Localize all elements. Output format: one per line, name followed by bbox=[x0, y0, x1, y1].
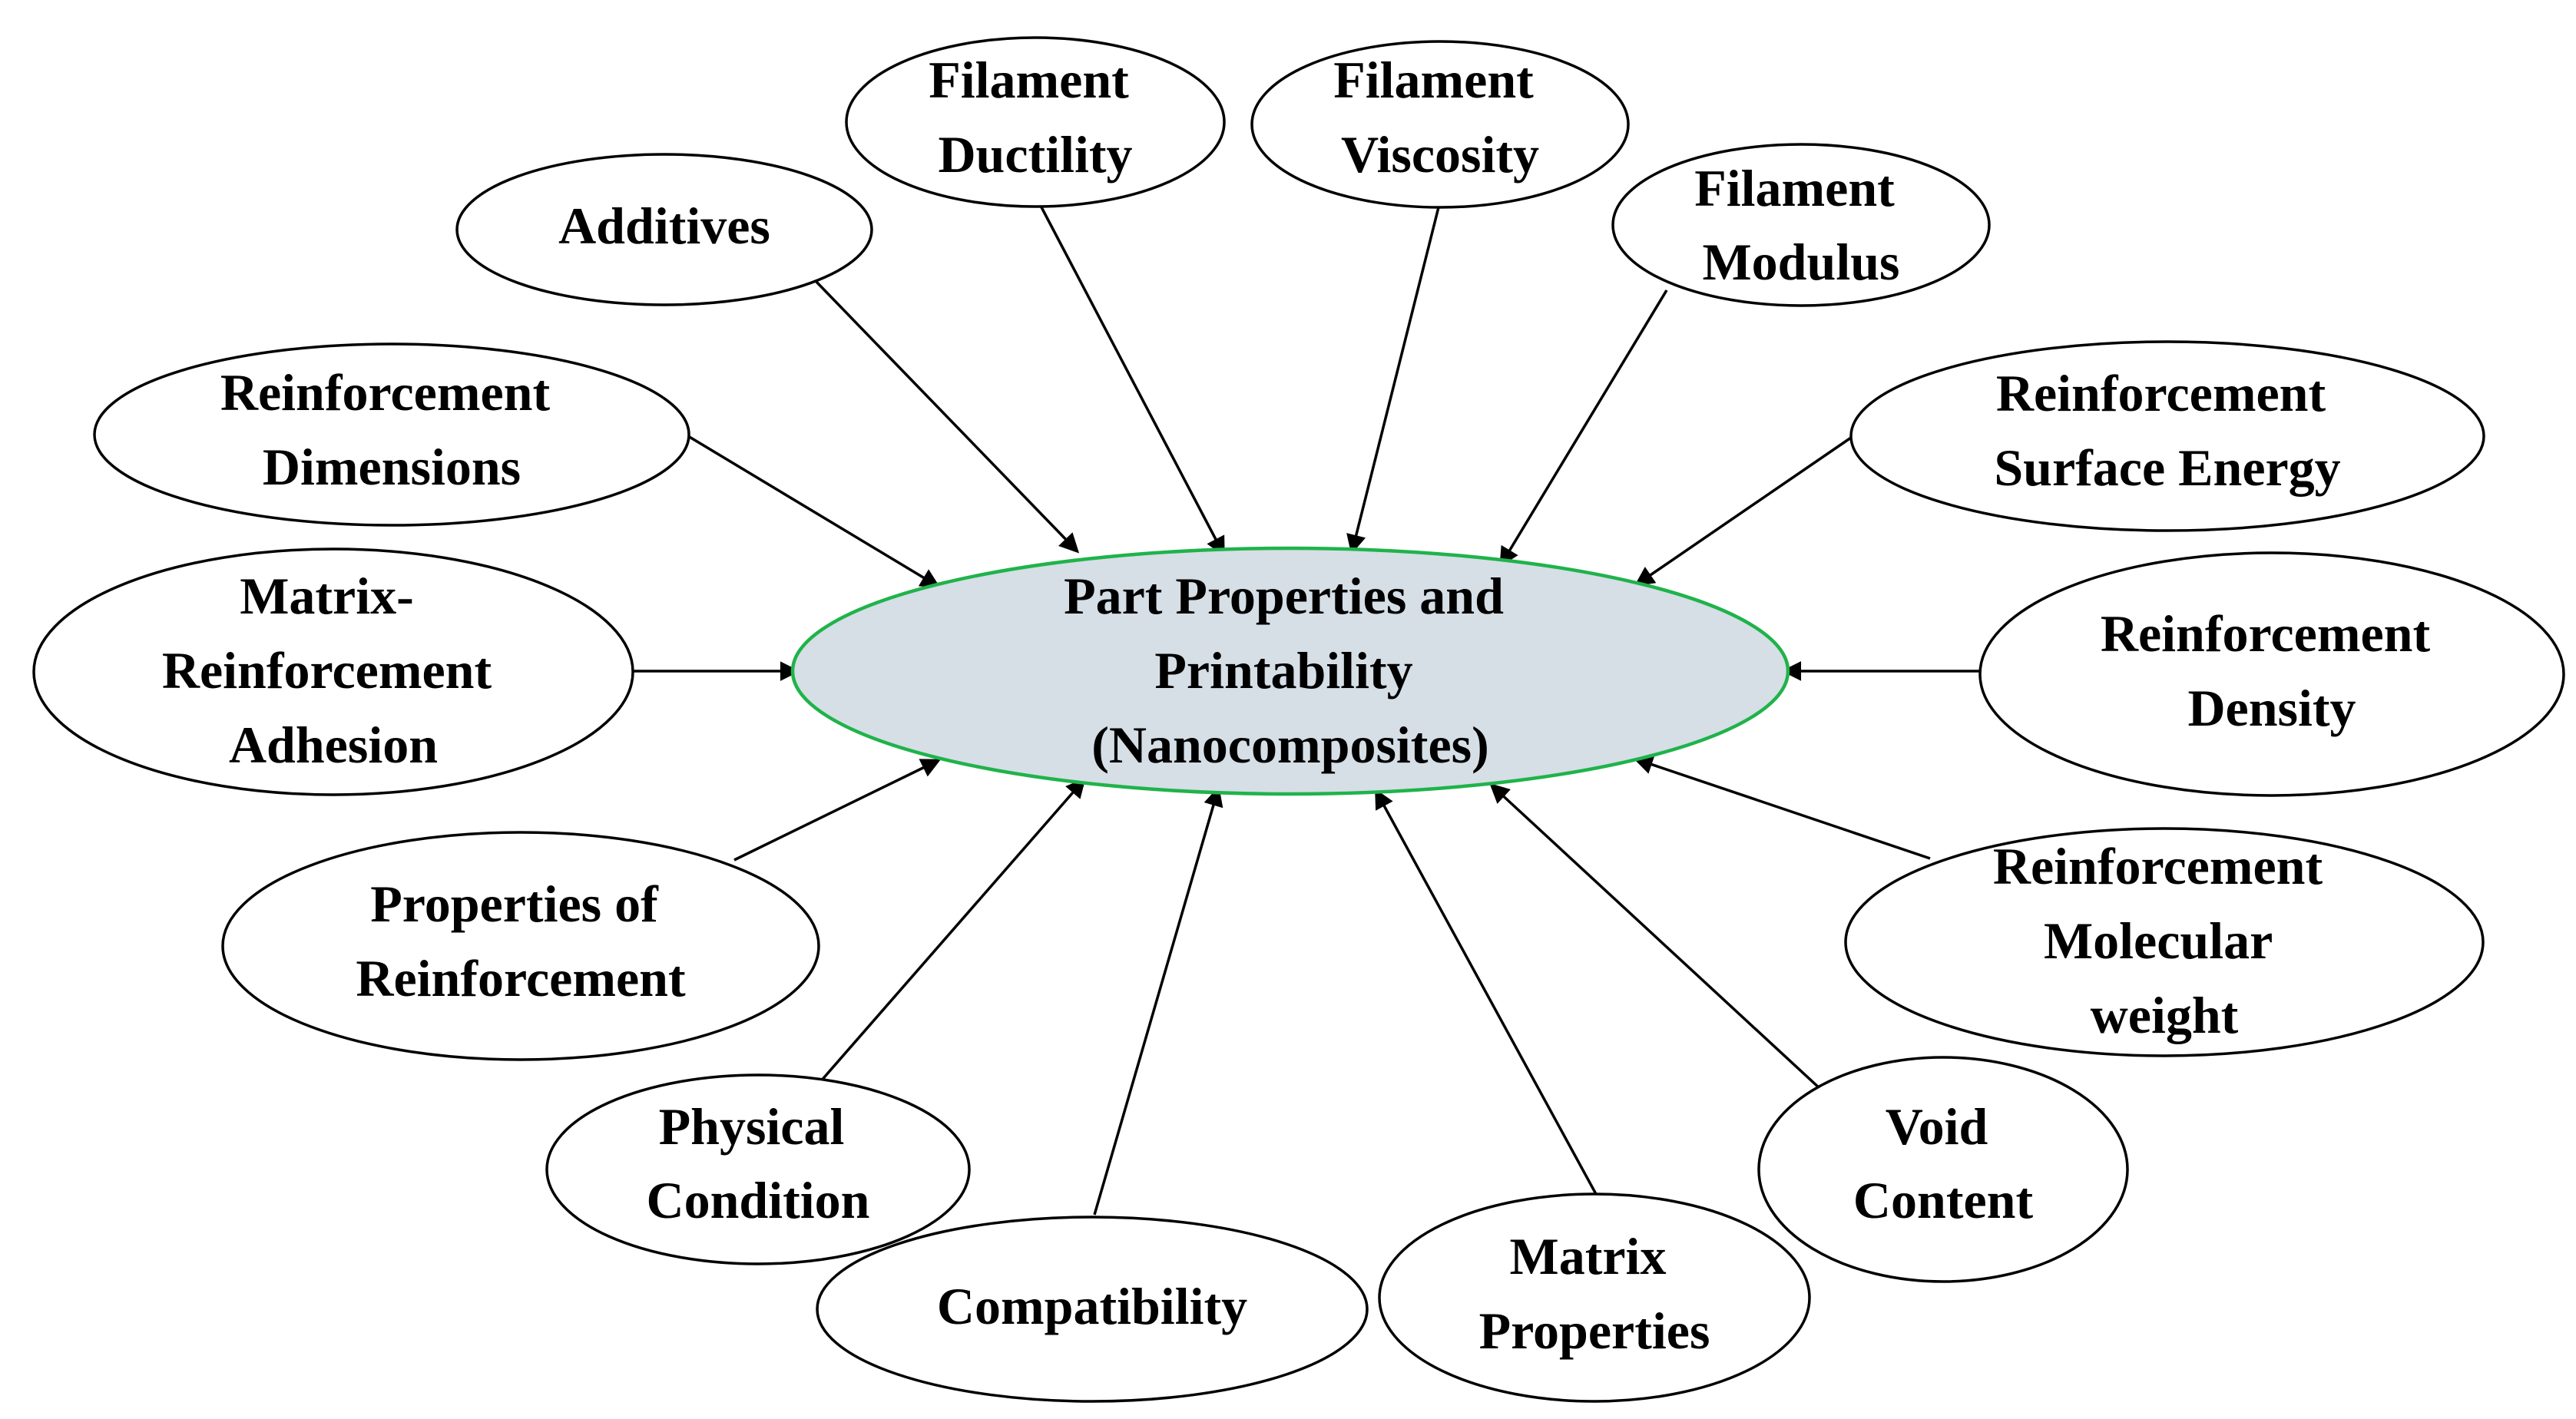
node-filament-ductility-line-2: Ductility bbox=[938, 125, 1132, 184]
node-compatibility-line-1: Compatibility bbox=[937, 1277, 1247, 1335]
node-reinforcement-density-shape bbox=[1978, 551, 2565, 797]
node-properties-of-reinforcement-line-1: Properties of bbox=[370, 875, 659, 933]
edges bbox=[631, 205, 1980, 1216]
node-void-content-line-1: Void bbox=[1886, 1097, 1988, 1156]
center-node-shape bbox=[790, 546, 1790, 796]
arrow-compatibility bbox=[1093, 786, 1223, 1216]
node-reinforcement-density-label: Reinforcement Density bbox=[2101, 604, 2443, 737]
arrow-physical-condition bbox=[818, 778, 1086, 1084]
center-node-line-2: Printability bbox=[1154, 641, 1412, 700]
node-reinforcement-dimensions-line-2: Dimensions bbox=[263, 438, 521, 496]
node-filament-ductility: Filament Ductility bbox=[845, 36, 1226, 208]
node-matrix-reinforcement-adhesion: Matrix- Reinforcement Adhesion bbox=[32, 547, 634, 796]
node-filament-viscosity-shape bbox=[1250, 40, 1630, 209]
node-matrix-properties: Matrix Properties bbox=[1378, 1192, 1811, 1403]
node-additives-line-1: Additives bbox=[558, 197, 770, 255]
arrow-reinforcement-surface-energy bbox=[1634, 436, 1852, 587]
node-filament-viscosity-label: Filament Viscosity bbox=[1333, 51, 1547, 184]
node-reinforcement-surface-energy: Reinforcement Surface Energy bbox=[1849, 340, 2485, 532]
node-properties-of-reinforcement: Properties of Reinforcement bbox=[221, 831, 820, 1061]
node-physical-condition-line-1: Physical bbox=[659, 1097, 845, 1156]
node-matrix-reinforcement-adhesion-line-3: Adhesion bbox=[229, 716, 438, 774]
arrow-void-content bbox=[1489, 783, 1822, 1090]
node-physical-condition: Physical Condition bbox=[545, 1073, 971, 1265]
center-node: Part Properties and Printability (Nanoco… bbox=[790, 546, 1790, 796]
arrow-reinforcement-dimensions bbox=[687, 435, 941, 588]
node-reinforcement-surface-energy-line-2: Surface Energy bbox=[1994, 438, 2340, 497]
node-reinforcement-molecular-weight-label: Reinforcement Molecular weight bbox=[1993, 837, 2336, 1044]
node-compatibility-label: Compatibility bbox=[937, 1277, 1247, 1335]
node-void-content-label: Void Content bbox=[1853, 1097, 2034, 1229]
node-physical-condition-line-2: Condition bbox=[647, 1171, 870, 1229]
node-properties-of-reinforcement-line-2: Reinforcement bbox=[356, 949, 686, 1007]
node-filament-viscosity: Filament Viscosity bbox=[1250, 40, 1630, 209]
arrow-filament-ductility bbox=[1039, 205, 1225, 557]
center-node-line-3: (Nanocomposites) bbox=[1091, 716, 1489, 774]
node-additives: Additives bbox=[455, 153, 873, 306]
node-compatibility-shape bbox=[816, 1216, 1369, 1403]
node-additives-shape bbox=[455, 153, 873, 306]
node-void-content: Void Content bbox=[1757, 1056, 2129, 1283]
node-filament-modulus-line-1: Filament bbox=[1694, 159, 1895, 217]
node-reinforcement-surface-energy-line-1: Reinforcement bbox=[1996, 364, 2326, 422]
center-node-line-1: Part Properties and bbox=[1064, 567, 1504, 625]
node-properties-of-reinforcement-label: Properties of Reinforcement bbox=[356, 875, 686, 1007]
node-matrix-properties-label: Matrix Properties bbox=[1479, 1227, 1710, 1360]
node-matrix-reinforcement-adhesion-line-2: Reinforcement bbox=[162, 641, 492, 700]
node-reinforcement-dimensions-label: Reinforcement Dimensions bbox=[220, 363, 563, 496]
arrow-filament-viscosity bbox=[1346, 207, 1440, 555]
node-filament-viscosity-line-2: Viscosity bbox=[1341, 125, 1539, 184]
node-matrix-reinforcement-adhesion-line-1: Matrix- bbox=[240, 567, 414, 625]
node-matrix-properties-line-1: Matrix bbox=[1510, 1227, 1667, 1285]
node-filament-ductility-line-1: Filament bbox=[929, 51, 1129, 109]
node-additives-label: Additives bbox=[558, 197, 770, 255]
node-reinforcement-density-line-1: Reinforcement bbox=[2101, 604, 2431, 663]
node-physical-condition-shape bbox=[545, 1073, 971, 1265]
node-reinforcement-surface-energy-shape bbox=[1849, 340, 2485, 532]
arrow-matrix-properties bbox=[1375, 789, 1598, 1195]
arrow-reinforcement-molecular-weight bbox=[1633, 755, 1931, 860]
node-filament-viscosity-line-1: Filament bbox=[1333, 51, 1534, 109]
node-properties-of-reinforcement-shape bbox=[221, 831, 820, 1061]
center-node-label: Part Properties and Printability (Nanoco… bbox=[1064, 567, 1517, 774]
node-filament-modulus-shape bbox=[1611, 143, 1991, 307]
node-matrix-properties-shape bbox=[1378, 1192, 1811, 1403]
node-reinforcement-molecular-weight-line-3: weight bbox=[2091, 986, 2239, 1044]
node-reinforcement-dimensions-shape bbox=[93, 342, 690, 527]
node-physical-condition-label: Physical Condition bbox=[647, 1097, 870, 1229]
node-reinforcement-molecular-weight-line-2: Molecular bbox=[2044, 911, 2272, 970]
node-compatibility: Compatibility bbox=[816, 1216, 1369, 1403]
node-matrix-reinforcement-adhesion-shape bbox=[32, 547, 634, 796]
node-reinforcement-density: Reinforcement Density bbox=[1978, 551, 2565, 797]
node-reinforcement-dimensions: Reinforcement Dimensions bbox=[93, 342, 690, 527]
node-filament-ductility-shape bbox=[845, 36, 1226, 208]
node-filament-modulus-line-2: Modulus bbox=[1703, 233, 1900, 291]
arrow-additives bbox=[814, 280, 1080, 554]
node-void-content-shape bbox=[1757, 1056, 2129, 1283]
node-reinforcement-molecular-weight: Reinforcement Molecular weight bbox=[1844, 827, 2485, 1057]
arrow-filament-modulus bbox=[1499, 289, 1668, 567]
node-reinforcement-density-line-2: Density bbox=[2187, 679, 2356, 737]
node-filament-modulus: Filament Modulus bbox=[1611, 143, 1991, 307]
arrow-properties-of-reinforcement bbox=[733, 759, 942, 862]
node-reinforcement-dimensions-line-1: Reinforcement bbox=[220, 363, 551, 422]
node-reinforcement-molecular-weight-line-1: Reinforcement bbox=[1993, 837, 2323, 895]
node-filament-modulus-label: Filament Modulus bbox=[1694, 159, 1908, 291]
node-matrix-reinforcement-adhesion-label: Matrix- Reinforcement Adhesion bbox=[162, 567, 505, 774]
node-reinforcement-molecular-weight-shape bbox=[1844, 827, 2485, 1057]
node-filament-ductility-label: Filament Ductility bbox=[929, 51, 1142, 184]
node-void-content-line-2: Content bbox=[1853, 1171, 2034, 1229]
node-matrix-properties-line-2: Properties bbox=[1479, 1302, 1710, 1360]
node-reinforcement-surface-energy-label: Reinforcement Surface Energy bbox=[1994, 364, 2340, 497]
